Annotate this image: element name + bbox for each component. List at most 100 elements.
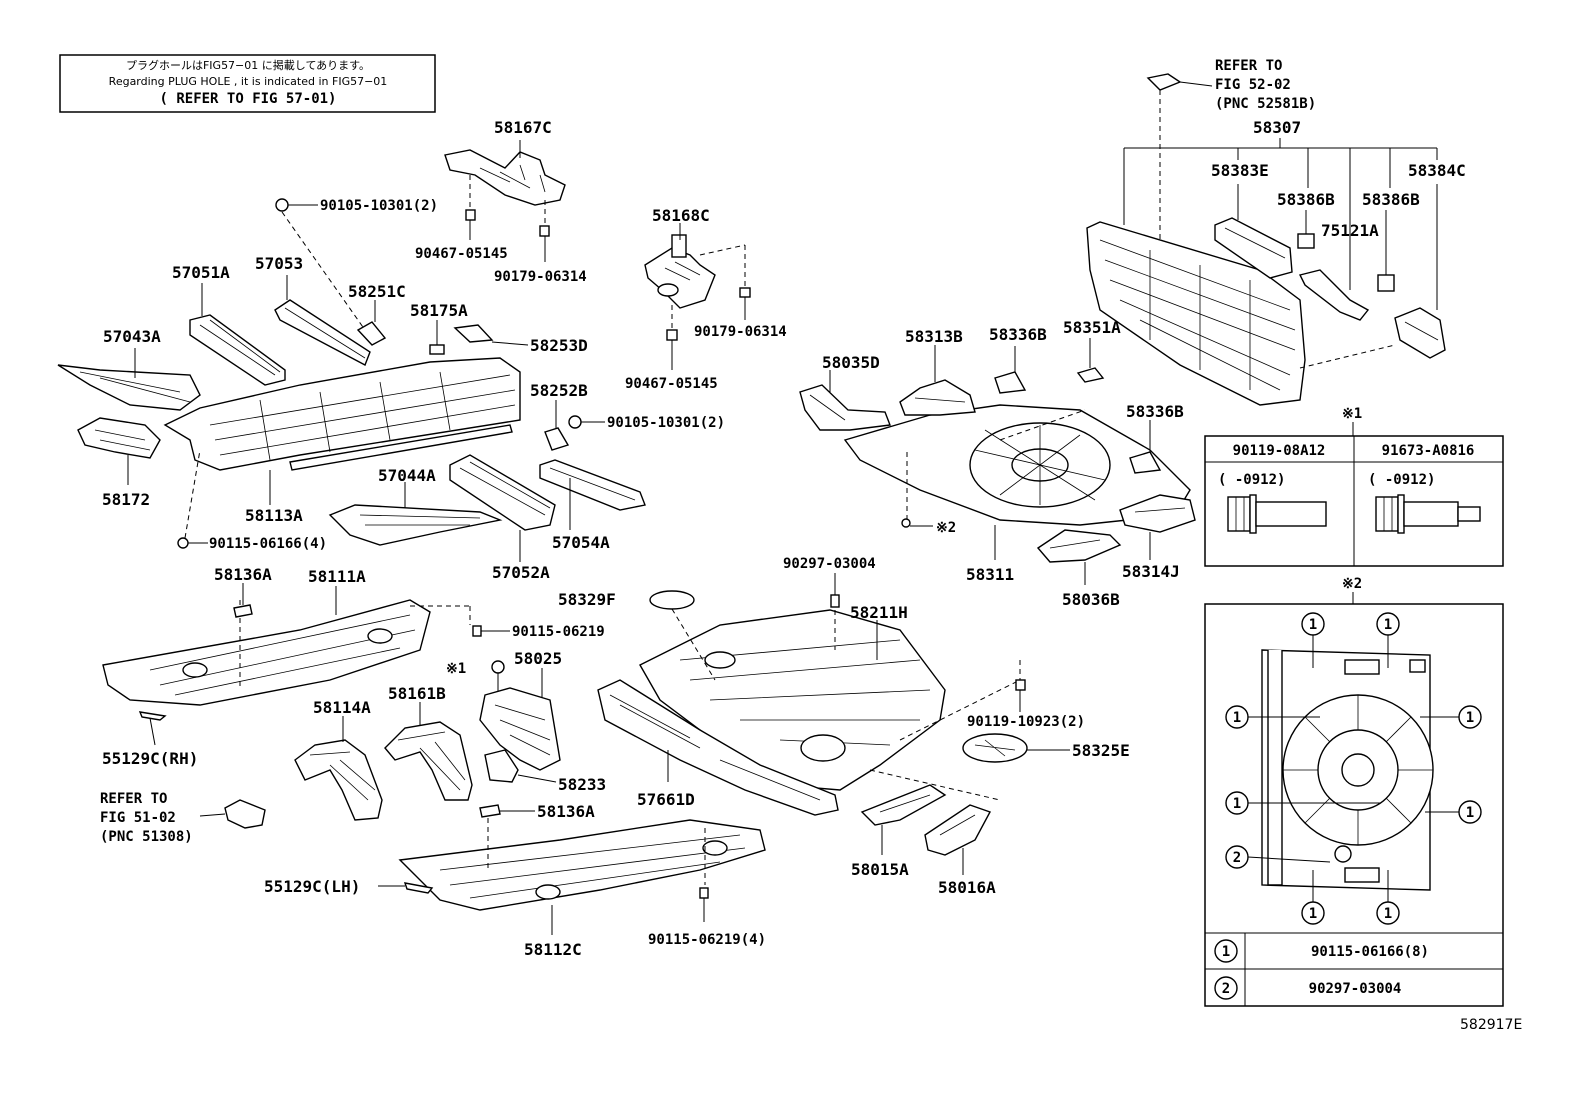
label-58336B-a[interactable]: 58336B	[989, 325, 1047, 344]
part-58307-drawing	[1086, 221, 1306, 406]
part-58233-drawing	[484, 749, 557, 783]
callout-2: 2	[1225, 845, 1331, 869]
svg-text:1: 1	[1233, 710, 1241, 726]
label-58168C[interactable]: 58168C	[652, 206, 710, 225]
label-mark2-a[interactable]: ※2	[936, 520, 956, 536]
refer-top-line2[interactable]: FIG 52-02	[1215, 77, 1291, 93]
svg-text:2: 2	[1233, 850, 1241, 866]
part-57052A-drawing	[449, 454, 556, 562]
label-58167C[interactable]: 58167C	[494, 118, 552, 137]
label-90105-10301-b[interactable]: 90105-10301(2)	[607, 415, 725, 431]
bolt-90105-icon	[275, 198, 366, 331]
label-58314J[interactable]: 58314J	[1122, 562, 1180, 581]
label-58251C[interactable]: 58251C	[348, 282, 406, 301]
label-90179-06314-b[interactable]: 90179-06314	[694, 324, 787, 340]
label-58383E[interactable]: 58383E	[1211, 161, 1269, 180]
part-58252B-drawing	[544, 400, 605, 451]
label-90115-06219-4[interactable]: 90115-06219(4)	[648, 932, 766, 948]
label-58311[interactable]: 58311	[966, 565, 1014, 584]
label-58161B[interactable]: 58161B	[388, 684, 446, 703]
table2-row2-part[interactable]: 90297-03004	[1309, 981, 1402, 997]
label-57043A[interactable]: 57043A	[103, 327, 161, 346]
label-58313B[interactable]: 58313B	[905, 327, 963, 346]
label-58386B-b[interactable]: 58386B	[1362, 190, 1420, 209]
label-58211H[interactable]: 58211H	[850, 603, 908, 622]
refer-top-line1[interactable]: REFER TO	[1215, 58, 1282, 74]
callout-1-bottom-left: 1	[1301, 870, 1325, 925]
note-line-jp: プラグホールはFIG57−01 に掲載してあります。	[126, 58, 370, 72]
part-58172-drawing	[77, 417, 161, 485]
bolt-90297-03004-icon	[830, 573, 840, 608]
label-58015A[interactable]: 58015A	[851, 860, 909, 879]
table2-row1-part[interactable]: 90115-06166(8)	[1311, 944, 1429, 960]
bolt-91673-A0816-icon	[1375, 494, 1481, 534]
label-58172[interactable]: 58172	[102, 490, 150, 509]
label-90115-06219-a[interactable]: 90115-06219	[512, 624, 605, 640]
label-90119-10923[interactable]: 90119-10923(2)	[967, 714, 1085, 730]
label-mark1-a[interactable]: ※1	[446, 661, 466, 677]
label-58111A[interactable]: 58111A	[308, 567, 366, 586]
callout-1-top-right: 1	[1376, 612, 1400, 668]
label-58036B[interactable]: 58036B	[1062, 590, 1120, 609]
label-58035D[interactable]: 58035D	[822, 353, 880, 372]
label-58329F[interactable]: 58329F	[558, 590, 616, 609]
label-58114A[interactable]: 58114A	[313, 698, 371, 717]
label-57051A[interactable]: 57051A	[172, 263, 230, 282]
label-57054A[interactable]: 57054A	[552, 533, 610, 552]
part-58313B-drawing	[899, 345, 976, 416]
part-58114A-drawing	[294, 716, 383, 821]
spare-tire-well-detail	[1261, 649, 1434, 891]
part-57054A-drawing	[539, 459, 646, 530]
part-58016A-drawing	[924, 804, 992, 875]
label-58025[interactable]: 58025	[514, 649, 562, 668]
label-58136A-b[interactable]: 58136A	[537, 802, 595, 821]
part-58161B-drawing	[384, 702, 473, 801]
refer-left-line3[interactable]: (PNC 51308)	[100, 829, 193, 845]
part-58167C-drawing	[444, 140, 566, 262]
bolt-90119-10923-icon	[1015, 679, 1026, 712]
callout-1-mid-left: 1	[1225, 705, 1320, 729]
label-57052A[interactable]: 57052A	[492, 563, 550, 582]
label-58384C[interactable]: 58384C	[1408, 161, 1466, 180]
part-58253D-drawing	[453, 324, 529, 346]
label-58113A[interactable]: 58113A	[245, 506, 303, 525]
label-58253D[interactable]: 58253D	[530, 336, 588, 355]
label-58252B[interactable]: 58252B	[530, 381, 588, 400]
refer-left-line2[interactable]: FIG 51-02	[100, 810, 176, 826]
label-58175A[interactable]: 58175A	[410, 301, 468, 320]
label-58325E[interactable]: 58325E	[1072, 741, 1130, 760]
bolt-90115-06219-4-icon	[699, 887, 709, 922]
label-90467-05145-b[interactable]: 90467-05145	[625, 376, 718, 392]
label-58351A[interactable]: 58351A	[1063, 318, 1121, 337]
callout-1-top-left: 1	[1301, 612, 1325, 668]
table2-row2-num: 2	[1222, 981, 1230, 997]
bolt-90119-08A12-icon	[1227, 494, 1327, 534]
label-58336B-b[interactable]: 58336B	[1126, 402, 1184, 421]
label-58016A[interactable]: 58016A	[938, 878, 996, 897]
part-58036B-drawing	[1036, 529, 1122, 585]
part-55129C-LH-drawing	[378, 882, 434, 894]
part-58136A-b-drawing	[479, 804, 535, 818]
refer-top-line3[interactable]: (PNC 52581B)	[1215, 96, 1316, 112]
label-90105-10301-a[interactable]: 90105-10301(2)	[320, 198, 438, 214]
label-90179-06314-a[interactable]: 90179-06314	[494, 269, 587, 285]
label-57044A[interactable]: 57044A	[378, 466, 436, 485]
label-55129C-RH[interactable]: 55129C(RH)	[102, 749, 198, 768]
part-57043A-drawing	[57, 348, 201, 411]
label-58386B-a[interactable]: 58386B	[1277, 190, 1335, 209]
table1-col2-range: ( -0912)	[1368, 472, 1435, 488]
part-58211H-drawing	[639, 609, 1021, 801]
label-90297-03004[interactable]: 90297-03004	[783, 556, 876, 572]
label-90467-05145-a[interactable]: 90467-05145	[415, 246, 508, 262]
label-55129C-LH[interactable]: 55129C(LH)	[264, 877, 360, 896]
label-58307[interactable]: 58307	[1253, 118, 1301, 137]
label-57661D[interactable]: 57661D	[637, 790, 695, 809]
label-58136A-a[interactable]: 58136A	[214, 565, 272, 584]
label-57053[interactable]: 57053	[255, 254, 303, 273]
refer-left-line1[interactable]: REFER TO	[100, 791, 167, 807]
label-90115-06166-4[interactable]: 90115-06166(4)	[209, 536, 327, 552]
label-75121A[interactable]: 75121A	[1321, 221, 1379, 240]
label-58233[interactable]: 58233	[558, 775, 606, 794]
label-58112C[interactable]: 58112C	[524, 940, 582, 959]
